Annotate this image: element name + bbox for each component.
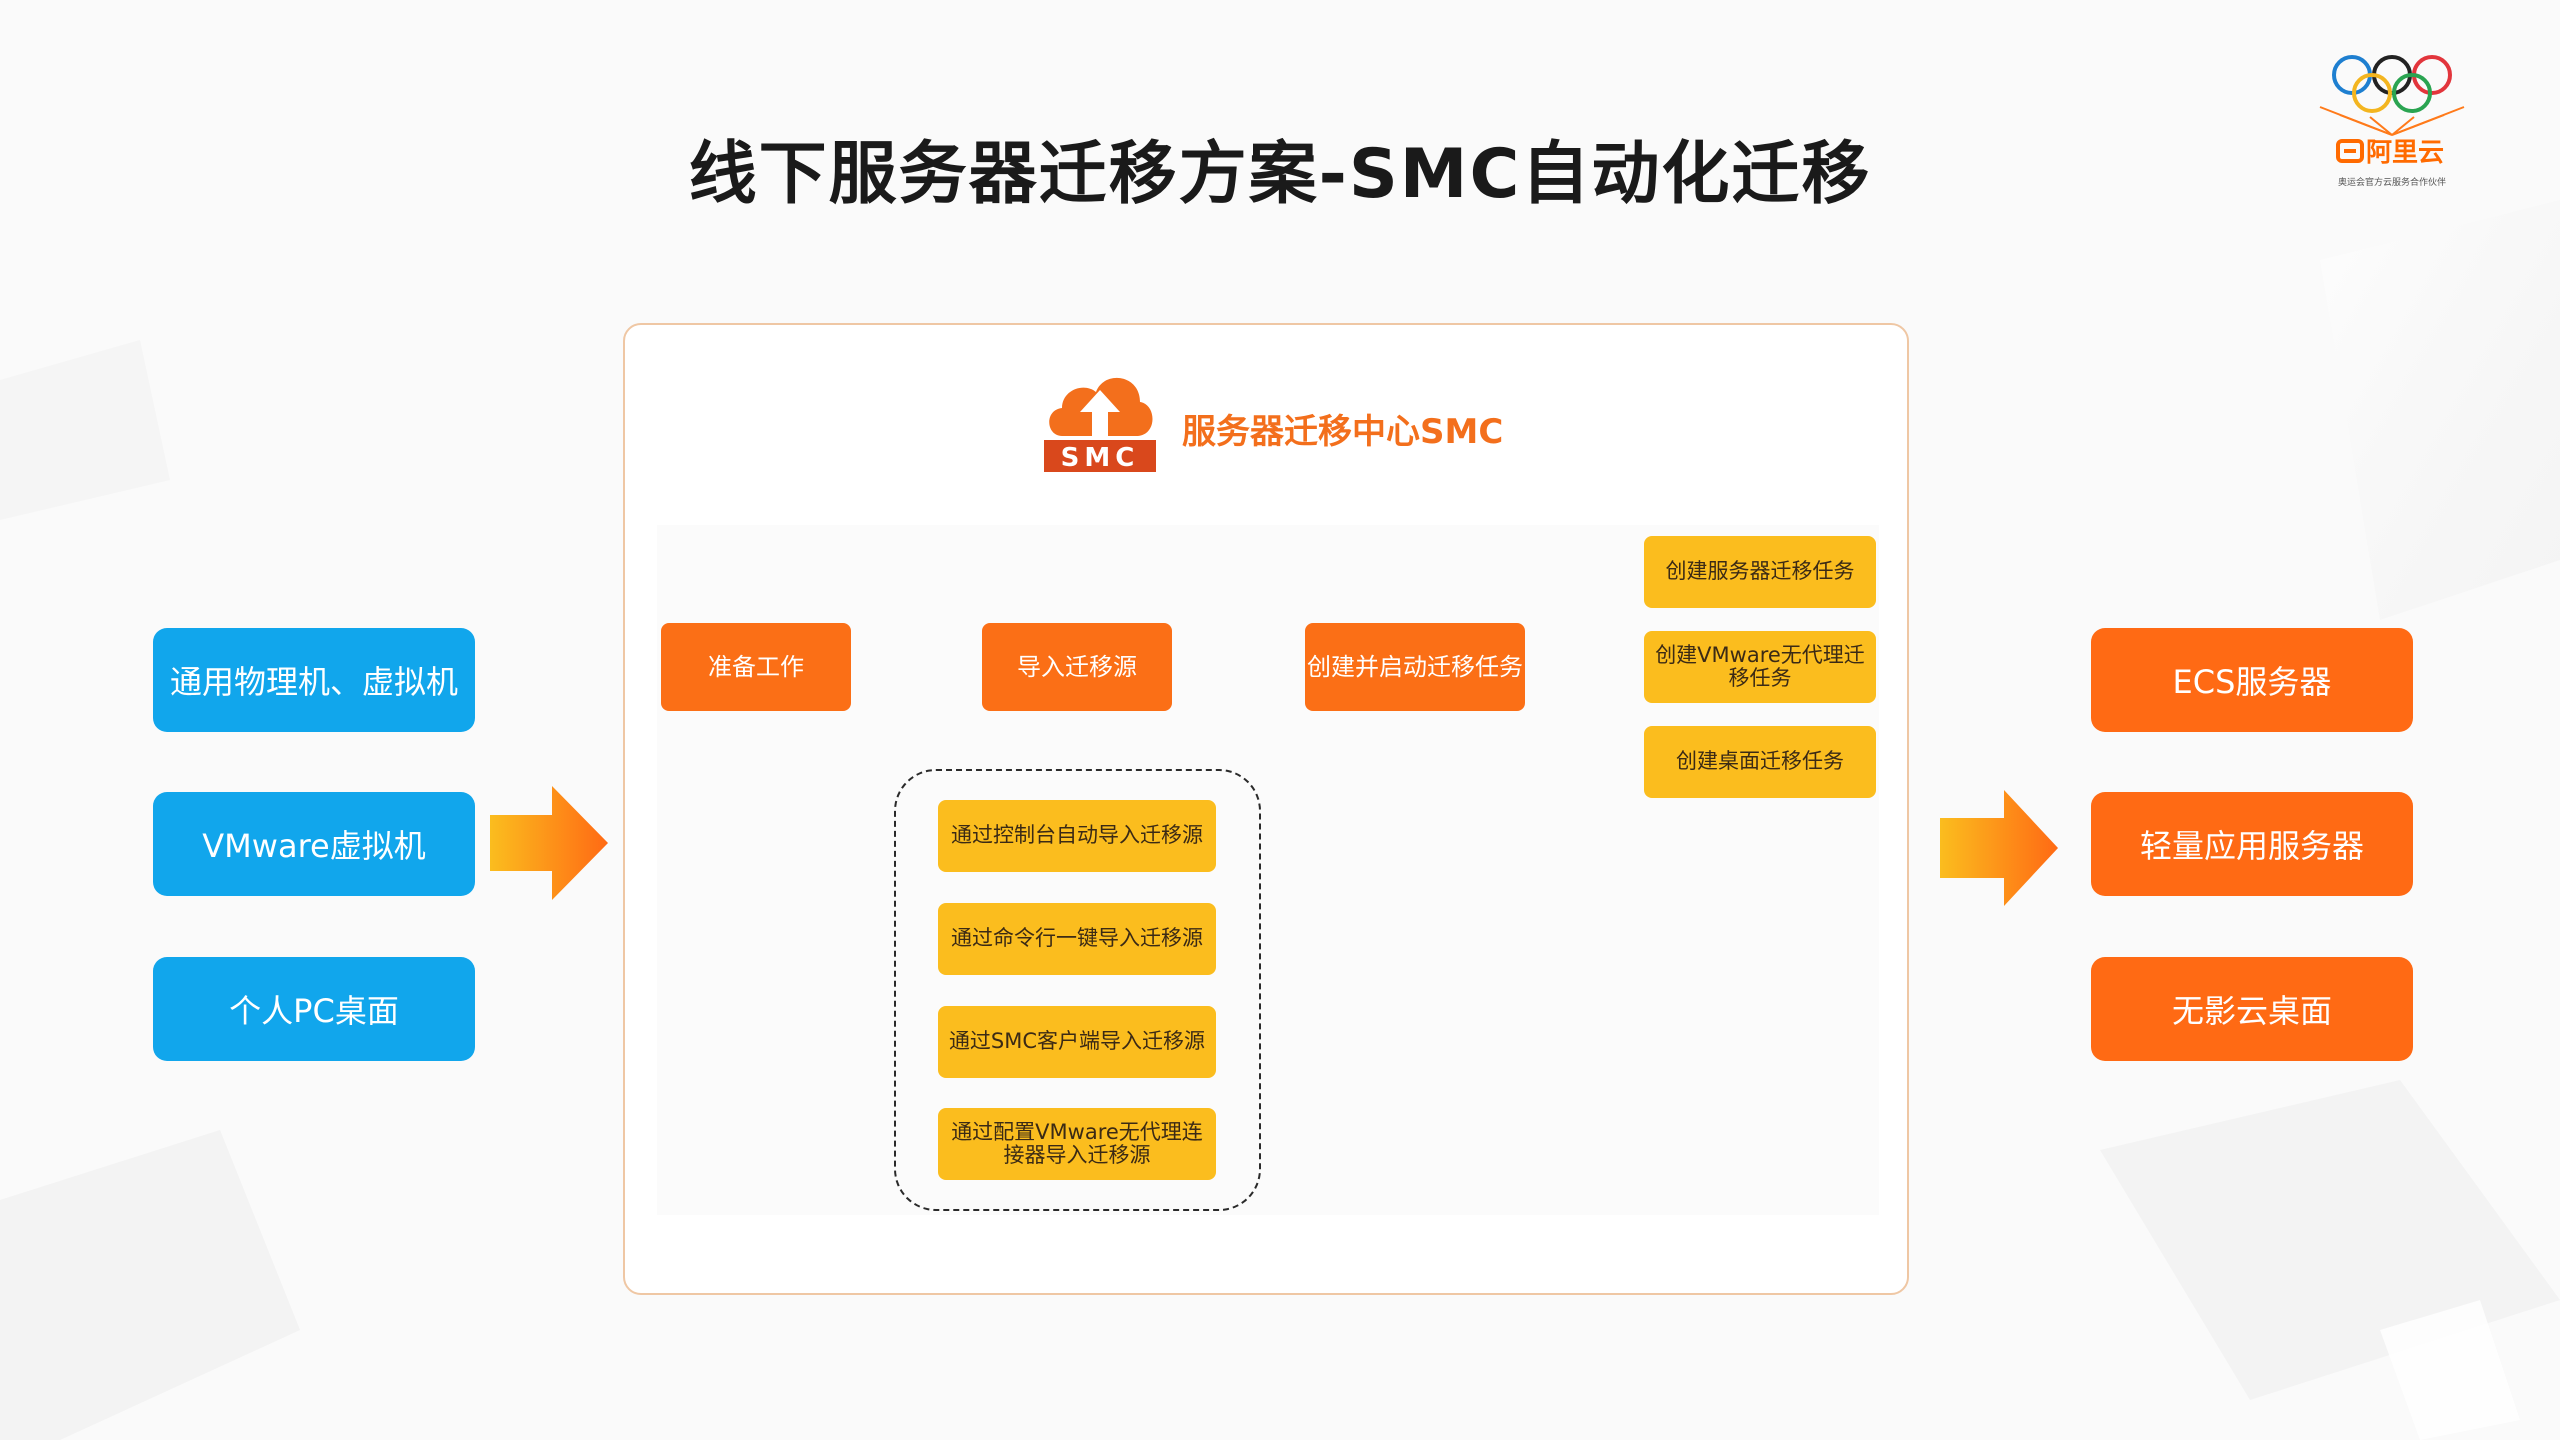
step-import-source[interactable]: 导入迁移源: [982, 623, 1172, 711]
import-via-vmware-connector[interactable]: 通过配置VMware无代理连接器导入迁移源: [938, 1108, 1216, 1180]
aliyun-logo: 阿里云 奥运会官方云服务合作伙伴: [2300, 45, 2520, 205]
right-big-arrow: [1940, 790, 2058, 906]
import-via-client[interactable]: 通过SMC客户端导入迁移源: [938, 1006, 1216, 1078]
task-desktop-migration[interactable]: 创建桌面迁移任务: [1644, 726, 1876, 798]
import-via-console[interactable]: 通过控制台自动导入迁移源: [938, 800, 1216, 872]
step-create-task[interactable]: 创建并启动迁移任务: [1305, 623, 1525, 711]
import-methods-group: [894, 769, 1261, 1211]
step-prepare[interactable]: 准备工作: [661, 623, 851, 711]
source-vmware-vm[interactable]: VMware虚拟机: [153, 792, 475, 896]
smc-heading: 服务器迁移中心SMC: [1182, 412, 1504, 452]
logo-tagline: 奥运会官方云服务合作伙伴: [2338, 176, 2446, 188]
target-cloud-desktop[interactable]: 无影云桌面: [2091, 957, 2413, 1061]
smc-badge-text: SMC: [1061, 443, 1140, 473]
smc-cloud-icon: SMC: [1044, 377, 1156, 473]
task-vmware-agentless[interactable]: 创建VMware无代理迁移任务: [1644, 631, 1876, 703]
import-via-cli[interactable]: 通过命令行一键导入迁移源: [938, 903, 1216, 975]
logo-text: 阿里云: [2366, 138, 2444, 168]
page-title: 线下服务器迁移方案-SMC自动化迁移: [688, 135, 1872, 214]
task-server-migration[interactable]: 创建服务器迁移任务: [1644, 536, 1876, 608]
source-pc-desktop[interactable]: 个人PC桌面: [153, 957, 475, 1061]
source-physical-vm[interactable]: 通用物理机、虚拟机: [153, 628, 475, 732]
target-ecs[interactable]: ECS服务器: [2091, 628, 2413, 732]
left-big-arrow: [490, 786, 608, 900]
target-light-server[interactable]: 轻量应用服务器: [2091, 792, 2413, 896]
